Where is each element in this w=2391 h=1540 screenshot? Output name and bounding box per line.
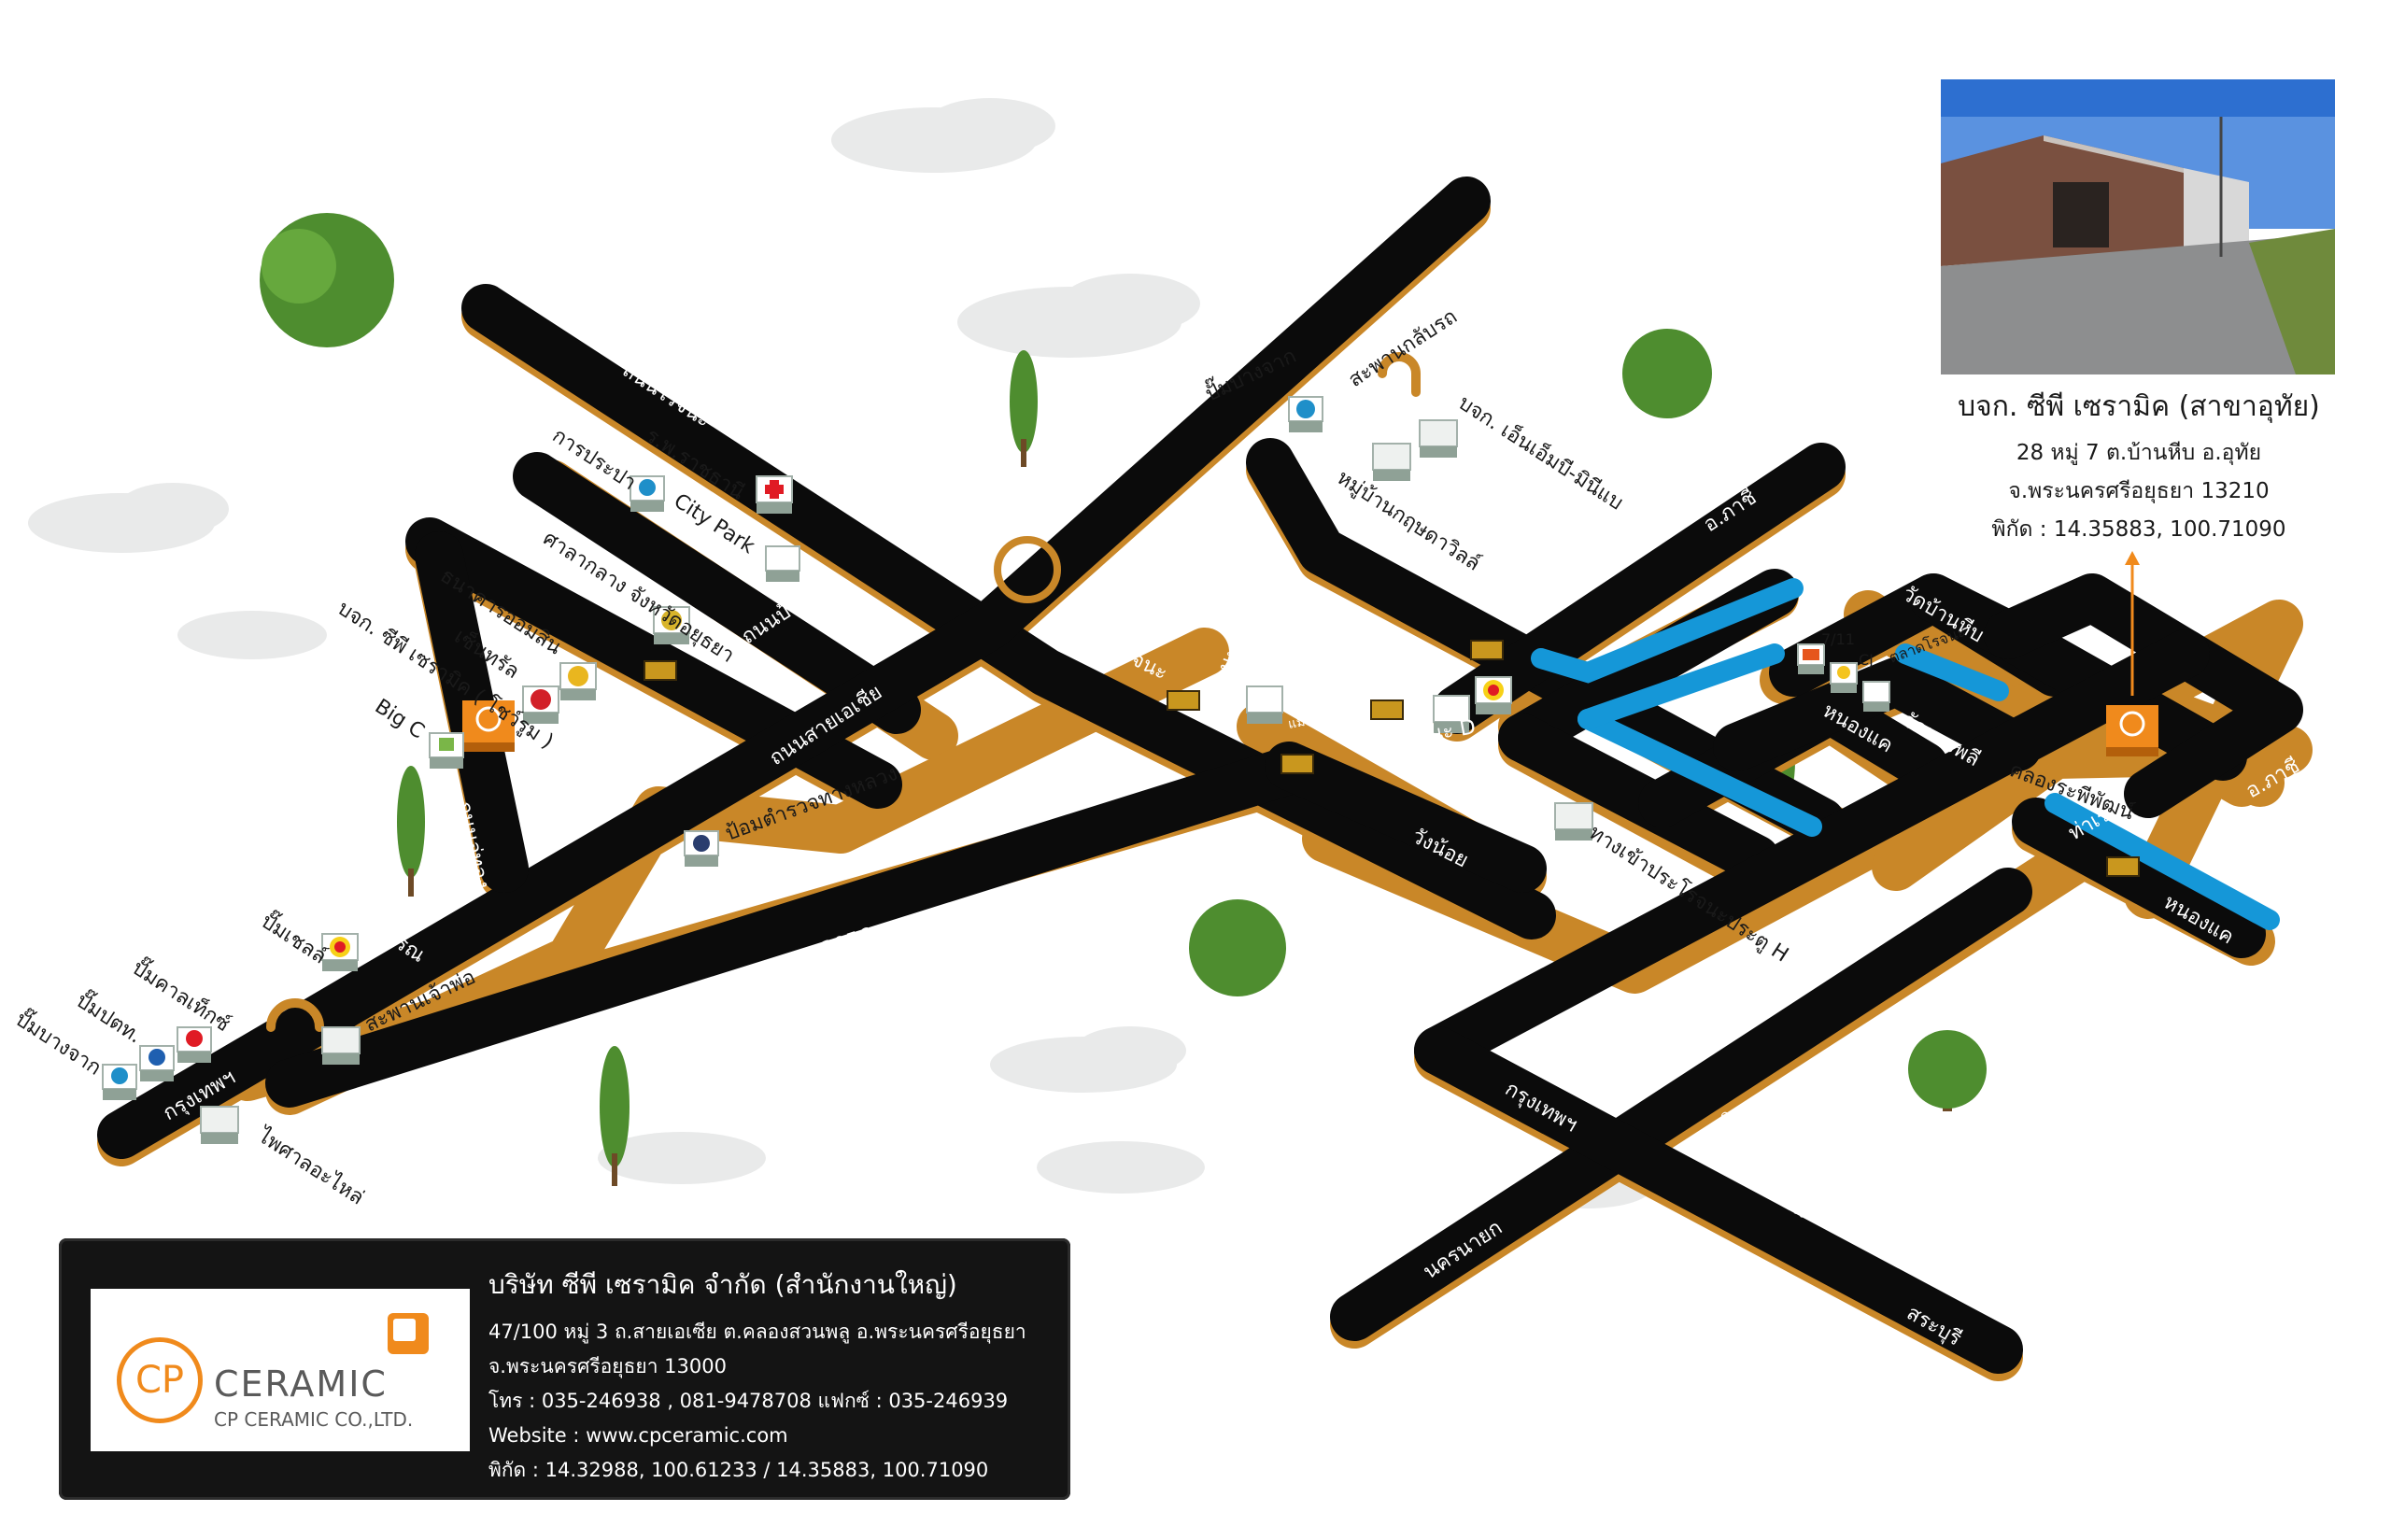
big-c-marker [429,732,464,769]
seven-marker [1797,643,1825,674]
bank-marker [559,662,597,700]
hospital-marker [756,475,793,514]
road-label: นครสวรรค์ [1559,162,1653,238]
landmark-markers [102,396,2158,1144]
road-village [1246,438,1846,846]
road-phahon-cross [1414,1026,2023,1374]
branch-photo [1941,79,2335,374]
police-marker [684,830,719,867]
bang-chak-marker [102,1064,137,1100]
road-city-park [513,452,921,734]
place-label: 7/11 [1821,630,1855,648]
canals [1531,578,2280,930]
court-marker [653,606,690,644]
place-label: ปั๊มปตท. [72,985,149,1049]
central-marker [522,685,559,724]
road-suwannason [1414,629,2210,1075]
company-info-box: CP CERAMIC CP CERAMIC CO.,LTD. บริษัท ซี… [59,1238,1070,1500]
building-marker [321,1026,361,1065]
company-address: จ.พระนครศรีอยุธยา 13000 [488,1355,727,1378]
branch-coords: พิกัด : 14.35883, 100.71090 [1991,517,2286,542]
branch-factory-marker [2106,705,2158,756]
company-address: 47/100 หมู่ 3 ถ.สายเอเซีย ต.คลองสวนพลู อ… [488,1321,1026,1343]
branch-info: บจก. ซีพี เซรามิค (สาขาอุทัย) 28 หมู่ 7 … [1905,385,2372,549]
place-label: ปั๊มคาลเท็กซ์ [128,953,236,1037]
branch-pointer-arrow-icon [2125,551,2140,565]
place-label: Big C [371,695,429,743]
company-logo: CP CERAMIC CP CERAMIC CO.,LTD. [91,1289,470,1451]
road-tha-ruea [2012,798,2266,958]
place-label: ไพศาลอะไหล่ [252,1123,368,1209]
cp-showroom-marker [462,700,515,752]
road-rojana [461,284,1556,940]
cj-marker [1830,662,1858,693]
roundabouts [266,352,1421,1032]
logo-square-inner [393,1319,416,1341]
building-marker [1862,681,1890,712]
building-marker [1419,419,1458,458]
caltex-marker [177,1026,212,1063]
ptt-marker [139,1045,175,1081]
cloud-decoration [28,98,1653,1208]
city-park-marker [765,545,800,582]
company-website[interactable]: Website : www.cpceramic.com [488,1424,788,1447]
road-rojana-d [1265,742,1547,893]
road-label: โรจนะ C [1293,629,1358,708]
traffic-light-icons [644,640,2140,877]
building-marker [1288,396,1323,432]
road-3056 [265,746,1313,1108]
logo-subtitle: CP CERAMIC CO.,LTD. [214,1408,414,1431]
branch-address-line: 28 หมู่ 7 ต.บ้านหีบ อ.อุทัย [2016,441,2262,465]
place-label: CJ [1859,651,1874,669]
makro-marker [1246,685,1283,724]
logo-wordmark: CERAMIC [214,1363,388,1405]
shell-marker [321,933,359,971]
company-coords: พิกัด : 14.32988, 100.61233 / 14.35883, … [488,1459,989,1481]
branch-title: บจก. ซีพี เซรามิค (สาขาอุทัย) [1958,390,2320,423]
building-marker [200,1106,239,1144]
company-details: บริษัท ซีพี เซรามิค จำกัด (สำนักงานใหญ่)… [488,1264,1026,1488]
road-sai-asia [97,177,1491,1159]
company-phone: โทร : 035-246938 , 081-9478708 แฟกซ์ : 0… [488,1390,1009,1412]
shell-marker [1475,676,1512,714]
logo-cp: CP [117,1337,203,1423]
building-marker [1554,802,1593,841]
building-marker [1372,443,1411,481]
branch-address-line: จ.พระนครศรีอยุธยา 13210 [2008,479,2270,503]
road-phachi-top [1433,443,1846,734]
road-wat-bang-pli [1713,657,2042,771]
place-label: บจก. เอ็นเอ็มบี-มินีแบ [1454,389,1629,516]
road-phahon [1330,868,2032,1341]
company-title: บริษัท ซีพี เซรามิค จำกัด (สำนักงานใหญ่) [488,1269,957,1300]
building-marker [1433,695,1470,733]
water-marker [630,475,665,512]
